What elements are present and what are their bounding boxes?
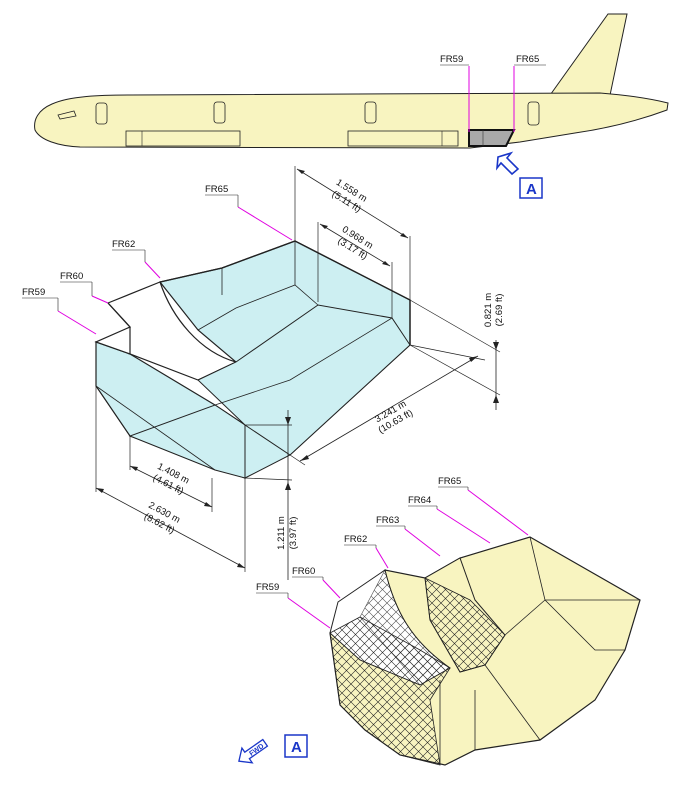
door-2	[213, 101, 226, 124]
door-3	[364, 101, 377, 124]
bay-floor	[197, 304, 411, 456]
net-label-fr60: FR60	[292, 566, 315, 577]
side-label-fr59: FR59	[440, 54, 463, 65]
view-a-label-bottom: A	[291, 739, 302, 756]
net-label-fr62: FR62	[344, 534, 367, 545]
view-a-box	[519, 177, 543, 199]
bay-label-fr62: FR62	[112, 239, 135, 250]
door-1	[95, 102, 108, 125]
net-mesh-top	[359, 569, 451, 686]
aircraft-side-view: FR59 FR65 A	[34, 13, 669, 199]
cargo-bay-3d-view: FR59 FR60 FR62 FR65 1.558 m (5.11 ft) 0.…	[22, 166, 505, 580]
net-label-fr63: FR63	[376, 515, 399, 526]
aft-cargo-door	[347, 130, 459, 147]
cargo-net-view: FR59 FR60 FR62 FR63 FR64 FR65 FWD A	[238, 476, 641, 766]
view-arrow-icon	[495, 151, 520, 176]
bay-label-fr59: FR59	[22, 287, 45, 298]
view-a-label: A	[526, 181, 537, 198]
door-4	[527, 101, 540, 126]
bay-label-fr65: FR65	[205, 184, 228, 195]
view-a-box-bottom	[284, 734, 308, 758]
dim-height-front-ft: (3.97 ft)	[288, 517, 299, 550]
vertical-stabilizer	[547, 13, 628, 101]
net-label-fr64: FR64	[408, 495, 431, 506]
bulk-cargo-compartment	[468, 129, 516, 147]
fwd-label: FWD	[248, 743, 265, 758]
bay-label-fr60: FR60	[60, 271, 83, 282]
dim-height-front-m: 1.211 m	[276, 516, 287, 550]
dim-height-rear-ft: (2.69 ft)	[494, 294, 505, 327]
fuselage	[34, 92, 669, 149]
net-label-fr59: FR59	[256, 582, 279, 593]
fwd-arrow-icon: FWD	[238, 738, 269, 764]
cockpit-window	[57, 110, 77, 120]
forward-cargo-door	[125, 130, 241, 147]
dim-height-rear-m: 0.821 m	[483, 293, 494, 327]
side-label-fr65: FR65	[516, 54, 539, 65]
bay-cutout	[94, 281, 238, 381]
net-label-fr65: FR65	[438, 476, 461, 487]
